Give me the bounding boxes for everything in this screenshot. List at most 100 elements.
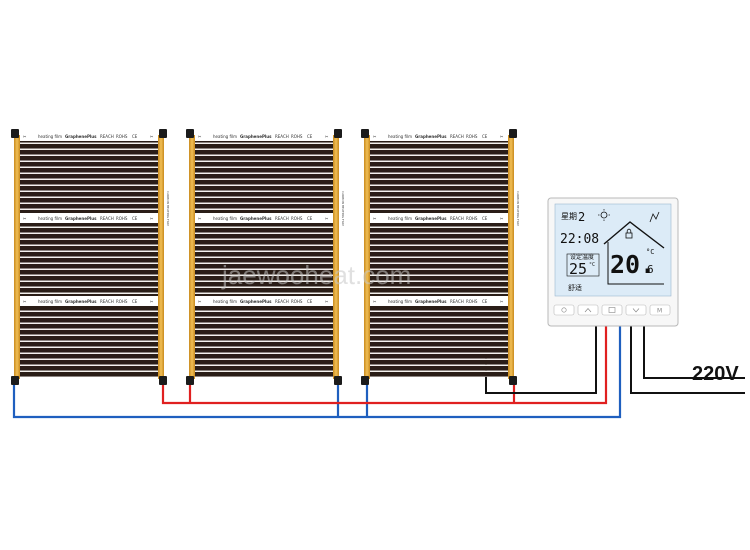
terminal-clip (334, 376, 342, 385)
power-button[interactable] (553, 304, 575, 316)
copper-strip-right (158, 135, 164, 379)
up-arrow-icon (584, 307, 592, 313)
film-cert-text: CE (132, 134, 138, 139)
film-cert-text: ROHS (116, 216, 128, 221)
carbon-stripes (20, 137, 158, 377)
copper-strip-right (333, 135, 339, 379)
film-cert-text: CE (482, 134, 488, 139)
terminal-clip (11, 376, 19, 385)
cut-mark-icon: ✂ (198, 216, 202, 221)
film-cert-text: CE (132, 299, 138, 304)
film-cert-text: CE (307, 216, 313, 221)
copper-strip-left (364, 135, 370, 379)
hot-wire (161, 325, 608, 405)
voltage-label: 220V (692, 363, 739, 385)
week-label: 星期 (561, 212, 577, 221)
terminal-clip (361, 376, 369, 385)
thermostat-buttons: M (553, 304, 671, 316)
film-type-text: heating film (38, 299, 62, 304)
film-brand-text: GraphenePlus (415, 134, 447, 139)
terminal-clip (159, 376, 167, 385)
film-brand-text: GraphenePlus (240, 216, 272, 221)
film-cert-text: CE (132, 216, 138, 221)
film-cert-text: ROHS (466, 216, 478, 221)
terminal-clip (159, 129, 167, 138)
film-cert-text: REACH (275, 299, 289, 304)
terminal-clip (509, 129, 517, 138)
down-arrow-icon (632, 308, 640, 313)
film-type-text: heating film (38, 134, 62, 139)
room-temp-decimal: 6 (647, 263, 654, 276)
cut-mark-icon: ✂ (23, 134, 27, 139)
film-cert-text: ROHS (466, 299, 478, 304)
film-brand-text: GraphenePlus (65, 216, 97, 221)
copper-strip-left (14, 135, 20, 379)
down-button[interactable] (625, 304, 647, 316)
film-cert-text: REACH (450, 216, 464, 221)
cut-mark-icon: ✂ (373, 299, 377, 304)
mode-icon: M (657, 308, 662, 315)
film-type-text: heating film (388, 134, 412, 139)
film-cert-text: CE (307, 134, 313, 139)
cut-mark-icon: ✂ (500, 216, 504, 221)
film-cert-text: ROHS (116, 299, 128, 304)
cut-mark-icon: ✂ (373, 134, 377, 139)
film-cert-text: CE (307, 299, 313, 304)
film-side-text: CARBON HEATING FILM (341, 191, 345, 226)
film-brand-text: GraphenePlus (240, 134, 272, 139)
film-cert-text: REACH (100, 216, 114, 221)
supply-wire-1 (630, 325, 745, 394)
room-temp-value: 20. (610, 250, 655, 279)
set-temp-value: 25 (569, 260, 587, 278)
cut-mark-icon: ✂ (150, 134, 154, 139)
neutral-wire (12, 325, 622, 419)
film-cert-text: ROHS (291, 216, 303, 221)
film-side-text: CARBON HEATING FILM (166, 191, 170, 226)
menu-button[interactable] (601, 304, 623, 316)
film-cert-text: ROHS (116, 134, 128, 139)
film-cert-text: ROHS (291, 299, 303, 304)
terminal-clip (186, 376, 194, 385)
set-temp-frame (566, 253, 600, 277)
terminal-clip (509, 376, 517, 385)
terminal-clip (334, 129, 342, 138)
film-brand-text: GraphenePlus (415, 299, 447, 304)
carbon-stripes (370, 137, 508, 377)
lock-icon (625, 228, 633, 239)
clock-time: 22:08 (560, 232, 599, 247)
room-temp-unit: °C (646, 248, 654, 256)
cut-mark-icon: ✂ (150, 299, 154, 304)
sun-icon (598, 209, 610, 221)
film-brand-text: GraphenePlus (415, 216, 447, 221)
mode-button[interactable]: M (649, 304, 671, 316)
cut-mark-icon: ✂ (23, 299, 27, 304)
cut-mark-icon: ✂ (325, 299, 329, 304)
film-cert-text: REACH (275, 216, 289, 221)
up-button[interactable] (577, 304, 599, 316)
film-cert-text: REACH (275, 134, 289, 139)
cut-mark-icon: ✂ (325, 216, 329, 221)
film-cert-text: REACH (450, 134, 464, 139)
film-cert-text: REACH (100, 299, 114, 304)
set-temp-unit: °C (589, 262, 595, 268)
film-type-text: heating film (213, 134, 237, 139)
terminal-clip (361, 129, 369, 138)
menu-icon (608, 307, 616, 313)
film-side-text: CARBON HEATING FILM (516, 191, 520, 226)
film-type-text: heating film (213, 299, 237, 304)
terminal-clip (186, 129, 194, 138)
supply-wire-2 (643, 325, 745, 379)
cut-mark-icon: ✂ (150, 216, 154, 221)
film-type-text: heating film (388, 299, 412, 304)
cut-mark-icon: ✂ (325, 134, 329, 139)
